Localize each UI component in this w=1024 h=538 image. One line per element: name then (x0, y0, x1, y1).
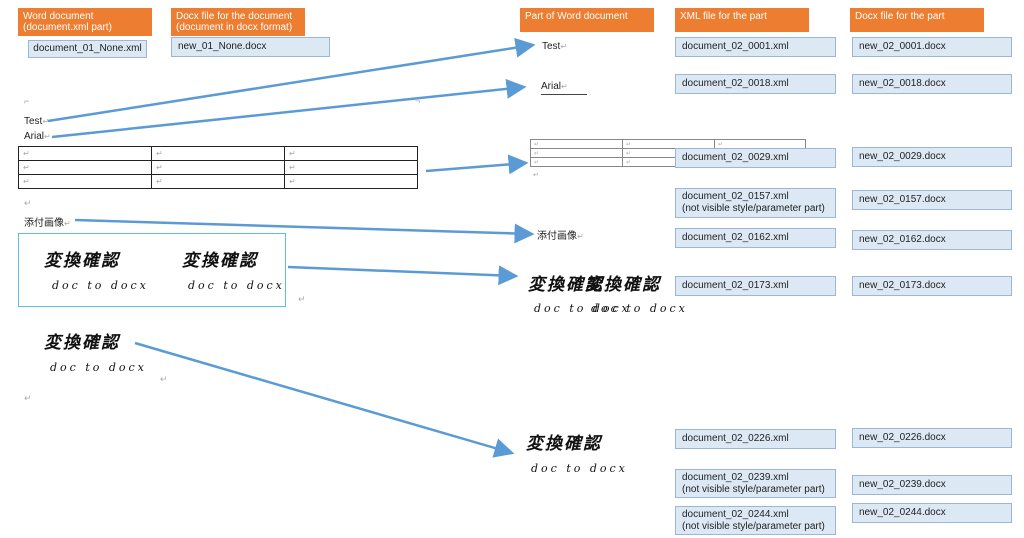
doc-image-kanji-2: 変換確認 (182, 251, 258, 271)
arrow-arial (51, 78, 527, 139)
part-xml-file[interactable]: document_02_0001.xml (675, 37, 836, 57)
part-docx-file[interactable]: new_02_0001.docx (852, 37, 1012, 57)
paragraph-mark: ↵ (24, 198, 32, 208)
part-docx-file[interactable]: new_02_0226.docx (852, 428, 1012, 448)
part-image-roman-2: doc to docx (591, 302, 688, 315)
doc-image-roman-2: doc to docx (188, 279, 285, 292)
part-docx-file[interactable]: new_02_0239.docx (852, 475, 1012, 495)
part-docx-file[interactable]: new_02_0162.docx (852, 230, 1012, 250)
doc-table: ↵↵↵ ↵↵↵ ↵↵↵ (18, 146, 418, 189)
doc-text-arial: Arial↵ (24, 131, 51, 142)
part-image-kanji-1: 変換確認 (528, 275, 604, 295)
part-xml-filename: document_02_0157.xml (682, 191, 789, 202)
part-xml-file[interactable]: document_02_0157.xml (not visible style/… (675, 188, 836, 218)
part-xml-file[interactable]: document_02_0029.xml (675, 148, 836, 168)
part-text-test: Test↵ (542, 41, 568, 52)
part-docx-file[interactable]: new_02_0029.docx (852, 147, 1012, 167)
part-xml-note: (not visible style/parameter part) (682, 483, 825, 495)
part-xml-filename: document_02_0239.xml (682, 471, 789, 483)
part-docx-file[interactable]: new_02_0018.docx (852, 74, 1012, 94)
doc-image-roman-1: doc to docx (52, 279, 149, 292)
arrow-image-single (134, 341, 515, 458)
header-word-document: Word document (document.xml part) (18, 8, 152, 36)
part-text-arial: Arial↵ (541, 81, 587, 95)
paragraph-mark: ↵ (160, 374, 168, 384)
arrow-table (425, 154, 529, 175)
doc-image-kanji-3: 変換確認 (44, 333, 120, 353)
doc-image-caption: 添付画像↵ (24, 218, 71, 229)
part-xml-file[interactable]: document_02_0162.xml (675, 228, 836, 248)
header-docx-part: Docx file for the part (850, 8, 984, 32)
part-image-caption: 添付画像↵ (537, 231, 584, 242)
part-xml-file[interactable]: document_02_0226.xml (675, 429, 836, 449)
paragraph-mark: ↵ (533, 172, 539, 179)
part-xml-note: (not visible style/parameter part) (682, 520, 825, 532)
document-xml-file[interactable]: document_01_None.xml (28, 40, 147, 58)
part-xml-note: (not visible style/parameter part) (682, 203, 825, 214)
part-xml-file[interactable]: document_02_0239.xml (not visible style/… (675, 469, 836, 498)
page-corner-mark-right: ¬ (415, 96, 421, 106)
arrow-image-group (287, 265, 519, 286)
part-xml-file[interactable]: document_02_0173.xml (675, 276, 836, 296)
part-image-roman-3: doc to docx (531, 462, 628, 475)
part-image-kanji-3: 変換確認 (526, 434, 602, 454)
paragraph-mark: ↵ (298, 294, 306, 304)
doc-text-test: Test↵ (24, 116, 50, 127)
arrow-caption (74, 218, 535, 244)
page-corner-mark: ⌐ (24, 96, 30, 106)
paragraph-mark: ↵ (24, 393, 32, 403)
part-image-roman-1: doc to docx (534, 302, 631, 315)
doc-image-kanji-1: 変換確認 (44, 251, 120, 271)
part-xml-file[interactable]: document_02_0018.xml (675, 74, 836, 94)
header-part-of-word-document: Part of Word document (520, 8, 654, 32)
part-image-kanji-2: 変換確認 (585, 275, 661, 295)
part-docx-file[interactable]: new_02_0157.docx (852, 190, 1012, 210)
document-docx-file[interactable]: new_01_None.docx (171, 37, 330, 57)
part-xml-filename: document_02_0244.xml (682, 508, 789, 520)
part-docx-file[interactable]: new_02_0173.docx (852, 276, 1012, 296)
header-docx-document: Docx file for the document (document in … (171, 8, 305, 36)
header-xml-part: XML file for the part (675, 8, 809, 32)
part-xml-file[interactable]: document_02_0244.xml (not visible style/… (675, 506, 836, 535)
part-docx-file[interactable]: new_02_0244.docx (852, 503, 1012, 523)
doc-image-roman-3: doc to docx (50, 361, 147, 374)
